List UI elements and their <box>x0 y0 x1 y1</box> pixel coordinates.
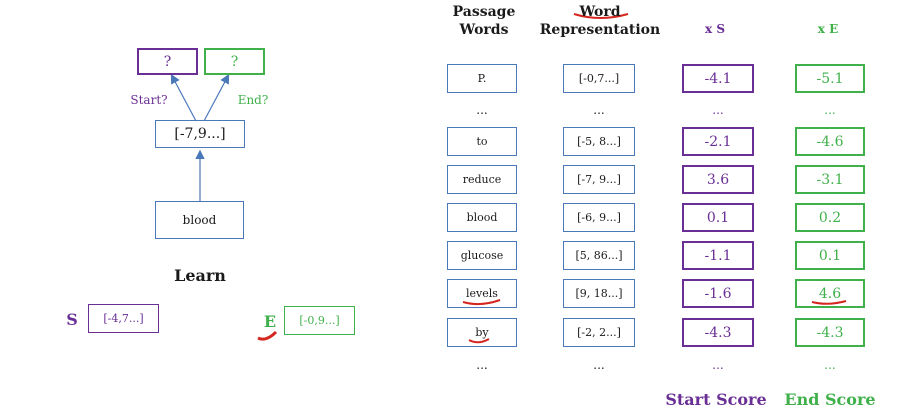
s-label: S <box>66 310 78 329</box>
word-representation-ellipsis: ... <box>593 103 605 117</box>
passage-word-cell: levels <box>447 279 517 308</box>
word-representation-cell: [-2, 2...] <box>563 318 635 347</box>
passage-word-ellipsis: ... <box>476 358 488 372</box>
start-score-cell: -1.6 <box>682 279 754 308</box>
end-score-ellipsis: ... <box>824 358 836 372</box>
underline-levels-end-annotation <box>811 300 847 305</box>
header-word-line2: Representation <box>539 22 661 38</box>
header-word-line1: Word <box>579 4 621 20</box>
start-score-cell: -4.1 <box>682 64 754 93</box>
header-passage-words: Passage Words <box>440 3 528 39</box>
end-score-cell: -4.3 <box>795 318 865 347</box>
end-score-cell: 4.6 <box>795 279 865 308</box>
end-score-cell: -5.1 <box>795 64 865 93</box>
underline-word-annotation <box>573 13 629 19</box>
word-representation-cell: [9, 18...] <box>563 279 635 308</box>
input-word-box: blood <box>155 201 244 239</box>
start-score-cell: -1.1 <box>682 241 754 270</box>
input-word-text: blood <box>182 213 217 227</box>
start-question-text: ? <box>163 53 172 70</box>
passage-word-cell: reduce <box>447 165 517 194</box>
header-word-representation: Word Representation <box>536 3 664 39</box>
e-label: E <box>263 312 277 331</box>
start-score-cell: 3.6 <box>682 165 754 194</box>
underline-by-annotation <box>468 338 490 344</box>
end-score-cell: 0.2 <box>795 203 865 232</box>
s-vector-text: [-4,7...] <box>103 312 144 325</box>
e-vector-text: [-0,9...] <box>299 314 340 327</box>
end-score-ellipsis: ... <box>824 103 836 117</box>
passage-word-cell: P. <box>447 64 517 93</box>
underline-levels-annotation <box>462 299 501 306</box>
word-representation-cell: [-7, 9...] <box>563 165 635 194</box>
start-score-cell: -2.1 <box>682 127 754 156</box>
learn-heading: Learn <box>174 266 226 285</box>
passage-word-cell: to <box>447 127 517 156</box>
header-passage-line1: Passage <box>452 4 516 20</box>
end-question-box: ? <box>204 48 265 75</box>
header-xs: x S <box>705 22 725 36</box>
arrow-vector-to-start <box>170 73 197 122</box>
word-representation-cell: [-6, 9...] <box>563 203 635 232</box>
word-representation-cell: [-5, 8...] <box>563 127 635 156</box>
vector-box: [-7,9...] <box>155 120 245 148</box>
start-question-label: Start? <box>130 93 168 107</box>
e-vector-box: [-0,9...] <box>284 306 355 335</box>
start-score-cell: -4.3 <box>682 318 754 347</box>
start-score-ellipsis: ... <box>712 103 724 117</box>
end-question-text: ? <box>230 53 239 70</box>
end-score-cell: -3.1 <box>795 165 865 194</box>
word-representation-ellipsis: ... <box>593 358 605 372</box>
start-score-ellipsis: ... <box>712 358 724 372</box>
passage-word-ellipsis: ... <box>476 103 488 117</box>
s-vector-box: [-4,7...] <box>88 304 159 333</box>
start-score-cell: 0.1 <box>682 203 754 232</box>
end-score-label: End Score <box>784 390 876 409</box>
passage-word-cell: blood <box>447 203 517 232</box>
passage-word-cell: glucose <box>447 241 517 270</box>
word-representation-cell: [5, 86...] <box>563 241 635 270</box>
arrow-vector-to-end <box>203 73 230 122</box>
end-question-label: End? <box>237 93 269 107</box>
start-score-label: Start Score <box>665 390 767 409</box>
vector-box-text: [-7,9...] <box>174 126 226 142</box>
end-score-cell: 0.1 <box>795 241 865 270</box>
passage-word-cell: by <box>447 318 517 347</box>
header-xe: x E <box>817 22 839 36</box>
start-question-box: ? <box>137 48 198 75</box>
end-score-cell: -4.6 <box>795 127 865 156</box>
header-passage-line2: Words <box>459 22 509 38</box>
underline-e-annotation <box>257 330 278 341</box>
word-representation-cell: [-0,7...] <box>563 64 635 93</box>
